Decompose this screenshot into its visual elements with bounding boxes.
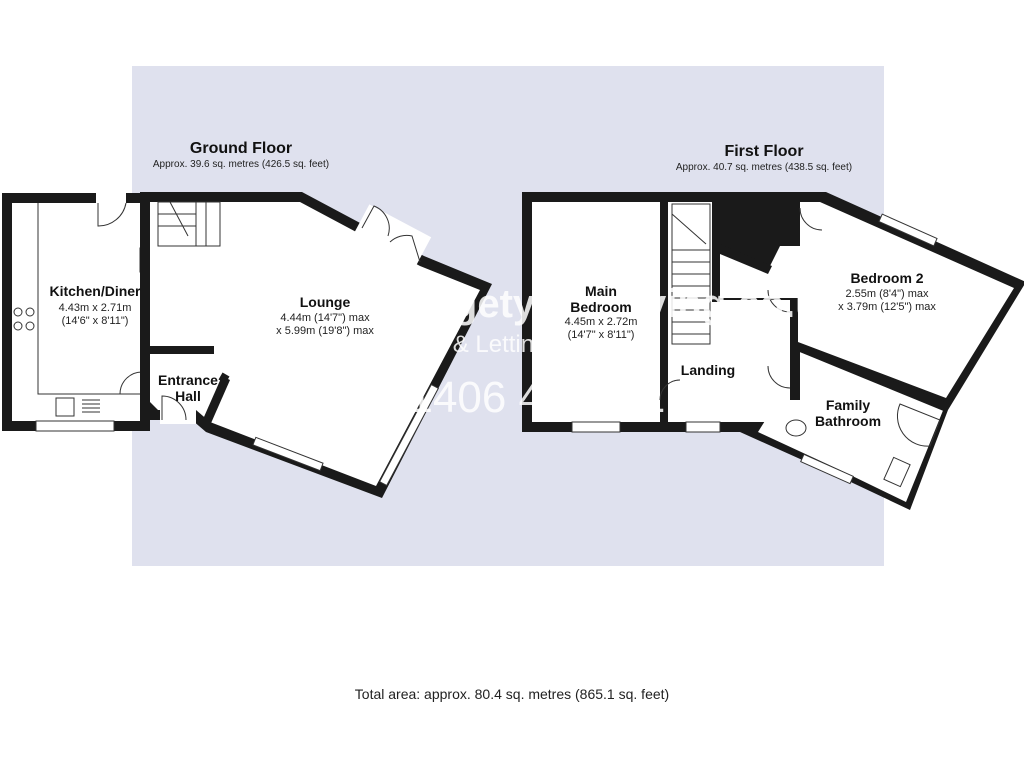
bedroom-2-dim-2: x 3.79m (12'5") max [838,301,936,313]
watermark-tagline: Sales & Letting Agents [386,331,628,358]
kitchen-diner-room [2,190,151,432]
kitchen-label: Kitchen/Diner [49,283,141,299]
first-floor-area: Approx. 40.7 sq. metres (438.5 sq. feet) [676,162,852,173]
ground-floor-area: Approx. 39.6 sq. metres (426.5 sq. feet) [153,159,329,170]
watermark-phone: 01406 424441 [384,373,665,422]
landing-room [668,202,790,422]
hall-label: Hall [175,388,201,404]
main-bedroom-dim-metric: 4.45m x 2.72m [565,316,638,328]
house-logo-icon [264,249,382,358]
bathroom-label-1: Family [826,397,871,413]
family-bathroom-room [758,352,944,502]
lounge-label: Lounge [300,294,351,310]
ground-floor-title: Ground Floor [190,140,292,157]
agent-watermark: letsgetyoumoving.co.uk Sales & Letting A… [264,249,843,422]
first-floor-plan [522,192,1024,510]
lounge-dim-2: x 5.99m (19'8") max [276,325,374,337]
lounge-room [140,192,492,498]
first-floor-title: First Floor [724,143,803,160]
watermark-brand: letsgetyoumoving.co.uk [384,282,843,326]
first-floor-stairs [671,203,711,345]
main-bedroom-label-2: Bedroom [570,299,631,315]
main-bedroom-label-1: Main [585,283,617,299]
total-area: Total area: approx. 80.4 sq. metres (865… [354,686,670,702]
bedroom-2-dim-1: 2.55m (8'4") max [845,288,929,300]
main-bedroom-dim-imperial: (14'7" x 8'11") [568,329,635,341]
bedroom-2-label: Bedroom 2 [850,270,923,286]
landing-label: Landing [681,362,735,378]
kitchen-dim-metric: 4.43m x 2.71m [59,302,132,314]
entrance-label: Entrance [158,372,218,388]
ground-stairs [157,201,221,247]
bedroom-2-room [716,202,1014,398]
bathroom-label-2: Bathroom [815,413,881,429]
kitchen-dim-imperial: (14'6" x 8'11") [62,315,129,327]
ground-floor-plan [2,190,492,498]
main-bedroom-room [532,202,660,422]
lounge-dim-1: 4.44m (14'7") max [280,312,370,324]
